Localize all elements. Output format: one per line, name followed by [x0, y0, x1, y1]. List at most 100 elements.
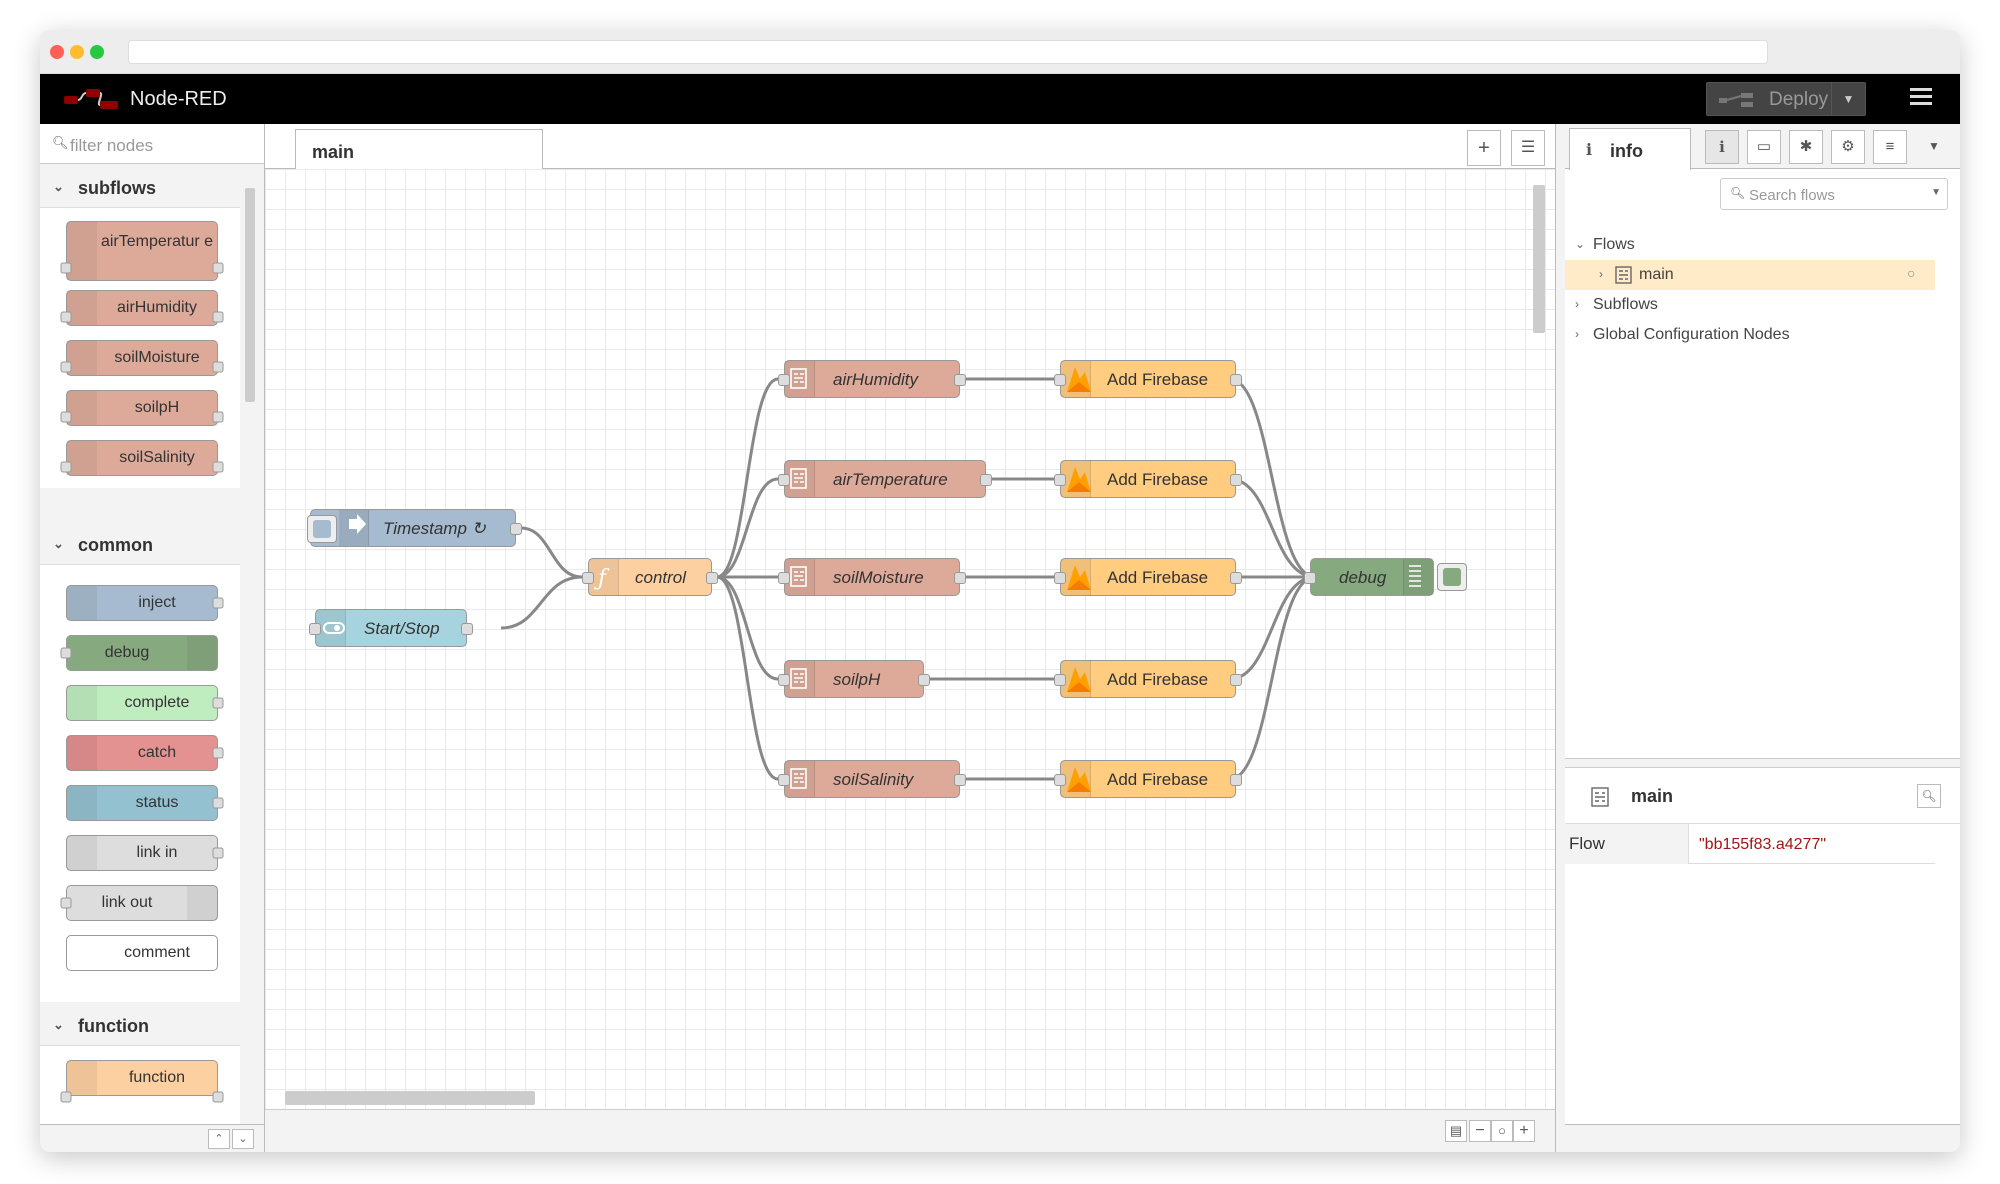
category-common[interactable]: ⌄common	[40, 521, 240, 565]
flow-canvas[interactable]: Timestamp ↻ Start/Stop control airHumidi	[265, 169, 1555, 1109]
input-port[interactable]	[1304, 572, 1316, 584]
minimize-window-icon[interactable]	[70, 45, 84, 59]
address-bar[interactable]	[128, 40, 1768, 64]
palette-node-complete[interactable]: complete	[66, 685, 218, 721]
palette-node-debug[interactable]: debug	[66, 635, 218, 671]
flow-node-soilsalinity[interactable]: soilSalinity	[778, 760, 966, 798]
palette-node-function[interactable]: function	[66, 1060, 218, 1096]
tree-label: Subflows	[1593, 296, 1658, 313]
palette-scroll-thumb[interactable]	[245, 188, 255, 402]
output-port[interactable]	[954, 374, 966, 386]
config-gear-icon[interactable]: ⚙	[1831, 130, 1865, 164]
palette-node-airtemperature[interactable]: airTemperatur e	[66, 221, 218, 281]
expand-all-icon[interactable]: ⌄	[232, 1129, 254, 1149]
palette-node-soilph[interactable]: soilpH	[66, 390, 218, 426]
output-port[interactable]	[706, 572, 718, 584]
flow-node-firebase-4[interactable]: Add Firebase	[1054, 660, 1242, 698]
help-book-icon[interactable]: ▭	[1747, 130, 1781, 164]
tab-info[interactable]: i info	[1569, 128, 1691, 170]
output-port[interactable]	[954, 572, 966, 584]
palette-node-link-out[interactable]: link out	[66, 885, 218, 921]
tree-flows[interactable]: ⌄Flows	[1565, 230, 1935, 260]
debug-bug-icon[interactable]: ✱	[1789, 130, 1823, 164]
palette-node-link-in[interactable]: link in	[66, 835, 218, 871]
input-port[interactable]	[1054, 474, 1066, 486]
input-port[interactable]	[1054, 374, 1066, 386]
flow-node-timestamp[interactable]: Timestamp ↻	[307, 509, 522, 547]
tree-label: Global Configuration Nodes	[1593, 326, 1790, 343]
context-database-icon[interactable]: ≡	[1873, 130, 1907, 164]
output-port[interactable]	[1230, 374, 1242, 386]
input-port[interactable]	[778, 674, 790, 686]
info-tab-icon[interactable]: i	[1705, 130, 1739, 164]
palette-node-inject[interactable]: inject	[66, 585, 218, 621]
filter-nodes-input[interactable]: 🔍︎ filter nodes	[40, 124, 264, 164]
maximize-window-icon[interactable]	[90, 45, 104, 59]
input-port[interactable]	[1054, 774, 1066, 786]
palette-node-soilsalinity[interactable]: soilSalinity	[66, 440, 218, 476]
input-port[interactable]	[1054, 572, 1066, 584]
input-port[interactable]	[778, 474, 790, 486]
tab-main[interactable]: main	[295, 129, 543, 170]
palette-node-catch[interactable]: catch	[66, 735, 218, 771]
flow-node-start-stop[interactable]: Start/Stop	[309, 609, 473, 647]
flow-node-airhumidity[interactable]: airHumidity	[778, 360, 966, 398]
flow-node-firebase-3[interactable]: Add Firebase	[1054, 558, 1242, 596]
close-window-icon[interactable]	[50, 45, 64, 59]
input-port[interactable]	[309, 623, 321, 635]
deploy-dropdown-icon[interactable]: ▼	[1831, 83, 1865, 115]
flow-node-control[interactable]: control	[582, 558, 718, 596]
sidebar-resize-handle[interactable]	[1555, 124, 1565, 1152]
search-icon[interactable]: 🔍︎	[1917, 784, 1941, 808]
output-port[interactable]	[461, 623, 473, 635]
canvas-horizontal-scroll-thumb[interactable]	[285, 1091, 535, 1105]
debug-toggle-button[interactable]	[1437, 563, 1467, 591]
main-menu-icon[interactable]	[1910, 88, 1932, 108]
flow-node-firebase-2[interactable]: Add Firebase	[1054, 460, 1242, 498]
tree-main[interactable]: › main ○	[1565, 260, 1935, 290]
search-flows-input[interactable]: 🔍︎ Search flows ▼	[1720, 178, 1948, 210]
inject-button[interactable]	[307, 515, 337, 543]
flow-node-debug[interactable]: debug	[1304, 558, 1467, 596]
output-port[interactable]	[954, 774, 966, 786]
zoom-reset-icon[interactable]: ○	[1491, 1120, 1513, 1142]
info-panel-divider[interactable]	[1565, 758, 1960, 768]
input-port[interactable]	[778, 572, 790, 584]
node-label: status	[135, 794, 179, 811]
output-port[interactable]	[980, 474, 992, 486]
palette-node-airhumidity[interactable]: airHumidity	[66, 290, 218, 326]
flow-node-firebase-5[interactable]: Add Firebase	[1054, 760, 1242, 798]
input-port[interactable]	[778, 774, 790, 786]
output-port[interactable]	[1230, 572, 1242, 584]
canvas-vertical-scroll-thumb[interactable]	[1533, 185, 1545, 333]
flow-node-soilph[interactable]: soilpH	[778, 660, 930, 698]
add-flow-icon[interactable]: +	[1467, 130, 1501, 166]
flow-node-firebase-1[interactable]: Add Firebase	[1054, 360, 1242, 398]
category-function[interactable]: ⌄function	[40, 1002, 240, 1046]
sidebar-dropdown-icon[interactable]: ▼	[1928, 139, 1940, 153]
output-port[interactable]	[918, 674, 930, 686]
list-flows-icon[interactable]: ☰	[1511, 130, 1545, 166]
node-label: airHumidity	[116, 299, 197, 316]
category-subflows[interactable]: ⌄subflows	[40, 164, 240, 208]
output-port[interactable]	[1230, 474, 1242, 486]
collapse-all-icon[interactable]: ⌃	[208, 1129, 230, 1149]
input-port[interactable]	[582, 572, 594, 584]
tree-subflows[interactable]: ›Subflows	[1565, 290, 1935, 320]
palette-node-soilmoisture[interactable]: soilMoisture	[66, 340, 218, 376]
chevron-down-icon[interactable]: ▼	[1931, 187, 1941, 198]
input-port[interactable]	[1054, 674, 1066, 686]
navigator-map-icon[interactable]: ▤	[1445, 1120, 1467, 1142]
input-port[interactable]	[778, 374, 790, 386]
flow-node-soilmoisture[interactable]: soilMoisture	[778, 558, 966, 596]
output-port[interactable]	[1230, 674, 1242, 686]
palette-node-status[interactable]: status	[66, 785, 218, 821]
zoom-out-icon[interactable]: −	[1469, 1120, 1491, 1142]
output-port[interactable]	[510, 523, 522, 535]
palette-node-comment[interactable]: comment	[66, 935, 218, 971]
deploy-button[interactable]: Deploy ▼	[1706, 82, 1866, 116]
tree-global-config[interactable]: ›Global Configuration Nodes	[1565, 320, 1935, 350]
flow-node-airtemperature[interactable]: airTemperature	[778, 460, 992, 498]
zoom-in-icon[interactable]: +	[1513, 1120, 1535, 1142]
output-port[interactable]	[1230, 774, 1242, 786]
